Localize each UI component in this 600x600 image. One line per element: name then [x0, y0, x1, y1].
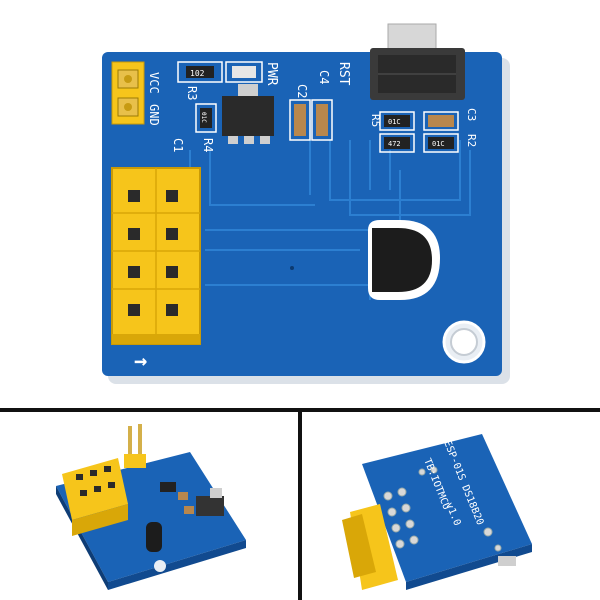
r3-label: R3 — [185, 86, 199, 100]
res-01c-b-label: 01C — [388, 118, 401, 126]
main-board-svg: VCC GND 102 PWR 01C R3 C1 R4 C2 C4 RST 0… — [102, 23, 510, 384]
res-01c-label: 01C — [200, 112, 207, 123]
res-102-label: 102 — [190, 69, 205, 78]
gnd-label: GND — [147, 104, 161, 126]
pcb-traces — [189, 120, 471, 300]
resistor-102 — [186, 66, 214, 78]
vcc-label: VCC — [147, 72, 161, 94]
angled-arrow: → — [62, 535, 69, 549]
main-board-view: VCC GND 102 PWR 01C R3 C1 R4 C2 C4 RST 0… — [102, 23, 510, 384]
back-pcb — [362, 434, 532, 582]
direction-arrow: → — [134, 349, 147, 374]
c3-label: C3 — [465, 108, 478, 121]
capacitor-c4 — [316, 104, 328, 136]
angled-sensor — [146, 522, 162, 552]
back-view-svg: ESP-01S DS18B20 v1.0 TB:IOTMCU — [342, 434, 532, 590]
c4-label: C4 — [317, 70, 331, 84]
r5-label: R5 — [369, 114, 382, 127]
r2-label: R2 — [465, 134, 478, 147]
r4-label: R4 — [201, 138, 215, 152]
c1-label: C1 — [171, 138, 185, 152]
ds18b20-sensor — [372, 228, 432, 292]
back-view: ESP-01S DS18B20 v1.0 TB:IOTMCU — [302, 412, 600, 600]
rst-label: RST — [336, 62, 351, 86]
res-01c-c-label: 01C — [432, 140, 445, 148]
res-472-label: 472 — [388, 140, 401, 148]
angled-view: → — [0, 412, 298, 600]
vertical-divider — [298, 412, 302, 600]
voltage-regulator — [222, 96, 274, 136]
horizontal-divider — [0, 408, 600, 412]
angled-view-svg: → — [56, 424, 246, 590]
pwr-label: PWR — [264, 62, 279, 86]
pwr-led — [232, 66, 256, 78]
capacitor-c2 — [294, 104, 306, 136]
c2-label: C2 — [295, 84, 309, 98]
